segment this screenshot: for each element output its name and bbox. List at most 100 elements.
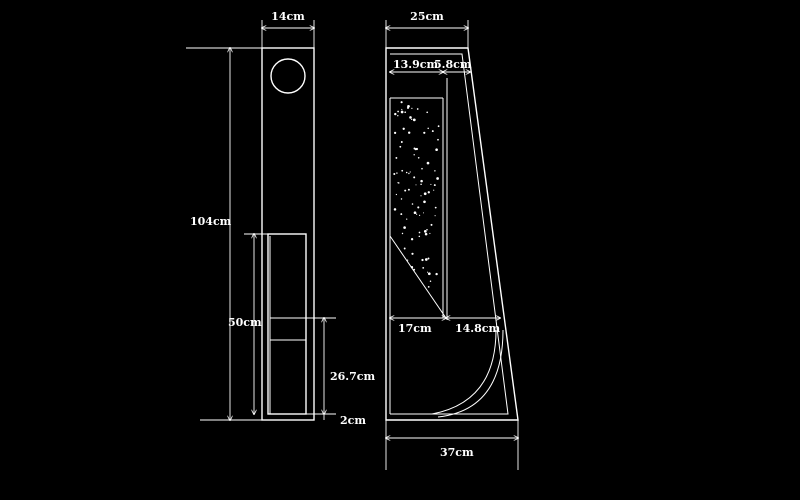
stuffing-speck: [418, 231, 421, 234]
side-cabinet-outline: [385, 47, 519, 421]
stuffing-speck: [423, 192, 427, 196]
stuffing-speck: [424, 232, 428, 236]
stuffing-speck: [437, 125, 440, 128]
stuffing-speck: [420, 179, 423, 183]
stuffing-speck: [430, 223, 433, 226]
front-view: 14cm 104cm 50cm 26.7cm 2cm: [186, 10, 375, 427]
gap-label: 5.8cm: [434, 58, 472, 71]
stuffing-speck: [403, 226, 406, 229]
side-inner-outline: [390, 53, 509, 415]
chamber-width-label: 13.9cm: [393, 58, 438, 71]
mid-left-label: 17cm: [398, 322, 432, 335]
stuffing-speck: [397, 115, 399, 117]
stuffing-speck: [411, 252, 414, 255]
stuffing-speck: [421, 167, 423, 170]
port-height-label: 50cm: [228, 316, 262, 329]
stuffing-speck: [408, 172, 410, 175]
stuffing-speck: [433, 189, 435, 191]
stuffing-speck: [413, 211, 417, 215]
horn-curve: [431, 329, 497, 415]
stuffing-speck: [412, 118, 416, 122]
stuffing-speck: [426, 111, 429, 114]
stuffing-speck: [422, 212, 425, 214]
stuffing-speck: [404, 111, 407, 114]
stuffing-speck: [411, 203, 414, 205]
stuffing-speck: [433, 184, 436, 187]
stuffing-speck: [416, 108, 419, 110]
stuffing-speck: [434, 206, 437, 209]
stuffing-speck: [427, 257, 430, 260]
stuffing-speck: [416, 213, 418, 215]
stuffing-speck: [400, 213, 403, 216]
stuffing-speck: [409, 116, 412, 119]
stuffing-speck: [401, 169, 404, 172]
stuffing-speck: [400, 101, 403, 104]
stuffing-speck: [396, 172, 398, 174]
stuffing-speck: [431, 130, 434, 133]
stuffing-speck: [411, 118, 413, 121]
stuffing-speck: [393, 172, 396, 176]
stuffing-speck: [395, 156, 398, 159]
stuffing-speck: [417, 156, 420, 159]
stuffing-texture: [393, 101, 440, 288]
side-view: 25cm 13.9cm 5.8cm 17cm 14.8cm 37cm: [386, 10, 518, 470]
stuffing-speck: [417, 206, 420, 209]
stuffing-speck: [401, 232, 404, 235]
stuffing-speck: [397, 110, 399, 113]
stuffing-speck: [418, 235, 421, 238]
stuffing-speck: [407, 104, 410, 108]
stuffing-speck: [426, 161, 430, 165]
stuffing-speck: [413, 268, 416, 271]
driver-circle: [270, 58, 306, 94]
stuffing-speck: [426, 271, 429, 273]
stuffing-speck: [413, 154, 415, 156]
top-width-label: 25cm: [410, 10, 444, 23]
stuffing-speck: [436, 177, 439, 180]
bottom-width-label: 37cm: [440, 446, 474, 459]
port-opening: [267, 233, 307, 415]
stuffing-speck: [429, 232, 431, 235]
stuffing-speck: [393, 131, 397, 135]
base-label: 2cm: [340, 414, 366, 427]
stuffing-speck: [424, 258, 428, 261]
stuffing-speck: [395, 193, 398, 196]
stuffing-speck: [435, 272, 438, 276]
stuffing-speck: [398, 182, 400, 184]
stuffing-speck: [420, 195, 422, 197]
stuffing-speck: [399, 145, 402, 148]
stuffing-speck: [410, 266, 414, 269]
port-section-label: 26.7cm: [330, 370, 375, 383]
stuffing-speck: [406, 259, 409, 261]
stuffing-speck: [393, 208, 397, 211]
stuffing-speck: [411, 107, 413, 110]
stuffing-speck: [429, 280, 432, 283]
stuffing-speck: [420, 183, 422, 185]
stuffing-speck: [427, 191, 430, 194]
stuffing-speck: [415, 184, 417, 186]
stuffing-speck: [407, 188, 410, 191]
front-width-label: 14cm: [271, 10, 305, 23]
stuffing-speck: [405, 171, 408, 174]
stuffing-speck: [400, 198, 403, 200]
stuffing-speck: [400, 110, 404, 114]
horn-curve-outer: [437, 329, 504, 418]
stuffing-speck: [423, 200, 426, 204]
stuffing-speck: [423, 131, 426, 134]
stuffing-speck: [427, 127, 429, 130]
stuffing-speck: [409, 171, 411, 173]
stuffing-speck: [423, 230, 427, 233]
stuffing-speck: [422, 267, 425, 269]
mid-right-label: 14.8cm: [455, 322, 500, 335]
stuffing-speck: [413, 176, 416, 179]
stuffing-speck: [426, 229, 428, 231]
chamber-diagonal: [389, 235, 447, 319]
stuffing-speck: [406, 218, 408, 220]
stuffing-speck: [434, 170, 436, 172]
stuffing-speck: [401, 108, 403, 111]
stuffing-speck: [403, 247, 406, 250]
stuffing-speck: [437, 138, 439, 141]
stuffing-speck: [430, 183, 432, 185]
stuffing-speck: [404, 189, 407, 192]
stuffing-speck: [427, 272, 431, 276]
